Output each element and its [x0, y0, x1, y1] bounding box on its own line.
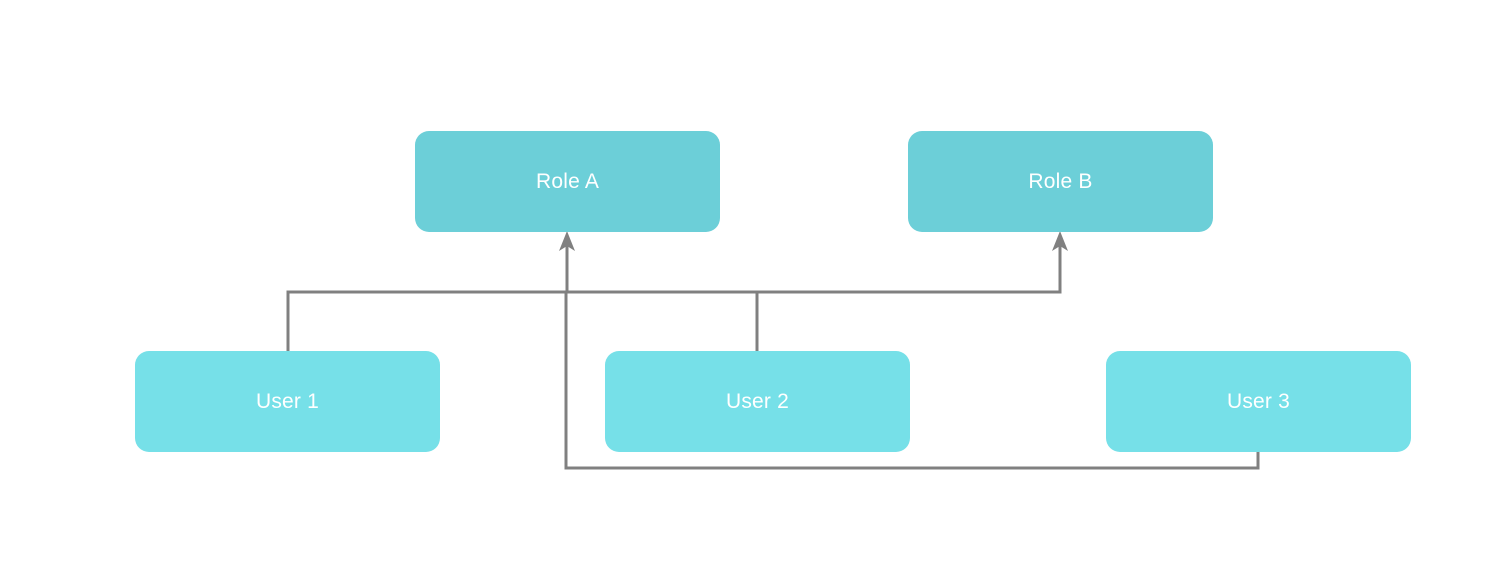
- edge-user1-to-roleb: [286, 240, 1062, 351]
- arrow-head-icon-role-b: [1052, 231, 1068, 251]
- node-user-3[interactable]: User 3: [1106, 351, 1411, 452]
- edge-path-user3-rolea: [564, 240, 1260, 470]
- node-label-user-1: User 1: [255, 390, 320, 413]
- node-label-role-a: Role A: [535, 170, 600, 193]
- node-user-2[interactable]: User 2: [605, 351, 910, 452]
- edge-user2-to-roleb: [755, 290, 1060, 351]
- node-role-b[interactable]: Role B: [908, 131, 1213, 232]
- edge-path-user2-roleb: [755, 290, 1060, 351]
- edge-user3-to-rolea: [564, 240, 1260, 470]
- node-label-role-b: Role B: [1028, 170, 1093, 193]
- node-label-user-3: User 3: [1226, 390, 1291, 413]
- node-user-1[interactable]: User 1: [135, 351, 440, 452]
- node-role-a[interactable]: Role A: [415, 131, 720, 232]
- node-label-user-2: User 2: [725, 390, 790, 413]
- arrow-head-icon-role-a: [559, 231, 575, 251]
- edge-path-user1-roleb: [286, 240, 1062, 351]
